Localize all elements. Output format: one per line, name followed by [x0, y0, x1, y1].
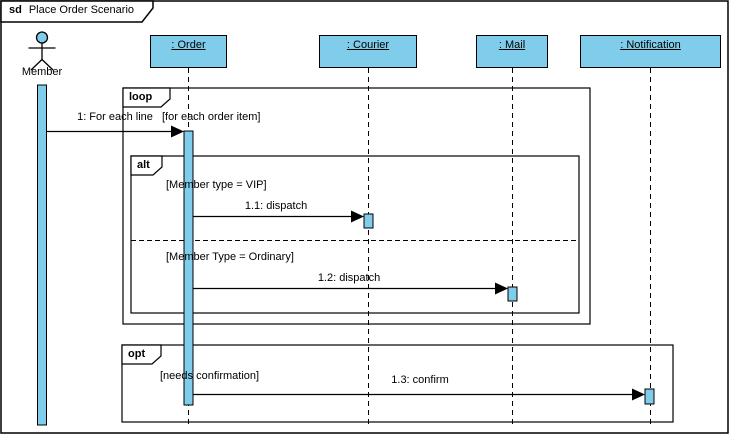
lifeline-courier-label: : Courier	[346, 39, 390, 51]
lifeline-notification-head: : Notification	[580, 35, 721, 68]
lifeline-courier-head: : Courier	[319, 35, 417, 68]
actor-leg-right	[41, 59, 54, 71]
message-1-2-label: 1.2: dispatch	[317, 272, 381, 284]
activation-notification	[644, 388, 655, 405]
actor-head	[35, 31, 49, 44]
frame-keyword: sd	[9, 4, 22, 16]
message-1-2-arrowhead	[495, 282, 508, 295]
frame-title: sd Place Order Scenario	[9, 4, 134, 17]
message-1-arrowhead	[171, 125, 184, 138]
fragment-opt-operator: opt	[128, 348, 146, 360]
fragment-opt-frame	[121, 344, 674, 423]
fragment-loop-operator-shape	[122, 87, 171, 108]
lifeline-mail-head: : Mail	[476, 35, 548, 68]
lifeline-notification-label: : Notification	[620, 39, 681, 51]
guard-alt-vip: [Member type = VIP]	[166, 179, 267, 191]
fragment-opt-operator-shape	[121, 344, 162, 365]
guard-opt: [needs confirmation]	[160, 370, 260, 382]
actor-leg-left	[30, 59, 43, 71]
activation-order	[183, 130, 194, 406]
fragment-alt-operator-shape	[130, 155, 163, 176]
message-1-1-arrowhead	[351, 210, 364, 223]
actor-member-label: Member	[21, 66, 63, 78]
activation-member	[37, 84, 47, 426]
fragment-alt-operator: alt	[137, 159, 150, 171]
fragment-alt-frame	[130, 155, 580, 314]
lifeline-order-label: : Order	[171, 39, 206, 51]
fragment-loop-operator: loop	[129, 91, 153, 103]
lifeline-mail-label: : Mail	[498, 39, 526, 51]
actor-member-figure	[28, 31, 56, 71]
activation-courier	[363, 213, 374, 229]
message-1-label: 1: For each line	[77, 111, 153, 123]
message-1-1-label: 1.1: dispatch	[244, 200, 308, 212]
guard-alt-ordinary: [Member Type = Ordinary]	[166, 251, 294, 263]
guard-loop: [for each order item]	[162, 111, 261, 123]
activation-mail	[507, 286, 518, 302]
frame-title-tab-shape	[0, 0, 154, 23]
fragment-loop-frame	[122, 87, 591, 325]
message-1-3-arrowhead	[632, 388, 645, 401]
frame-title-text: Place Order Scenario	[28, 4, 135, 16]
message-1-3-label: 1.3: confirm	[391, 374, 449, 386]
lifeline-order-head: : Order	[150, 35, 227, 68]
